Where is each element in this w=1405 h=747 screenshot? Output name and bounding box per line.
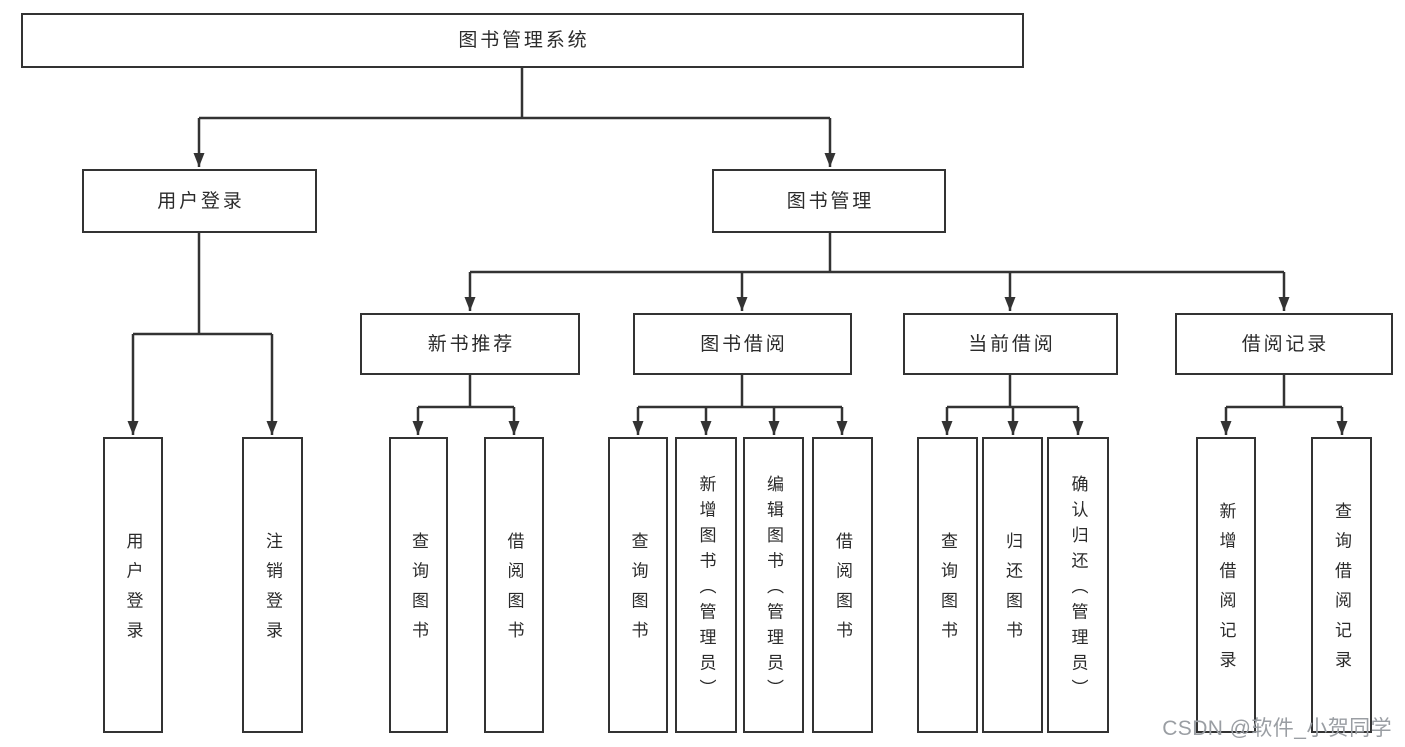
leaf-query-books-current: 查询图书 bbox=[917, 437, 978, 733]
node-label: 确认归还（管理员） bbox=[1068, 474, 1088, 705]
node-label: 图书管理系统 bbox=[458, 30, 590, 51]
node-label: 查询图书 bbox=[628, 531, 648, 651]
leaf-query-borrow-record: 查询借阅记录 bbox=[1311, 437, 1372, 733]
node-label: 借阅记录 bbox=[1241, 333, 1330, 355]
node-label: 图书借阅 bbox=[700, 333, 788, 355]
node-label: 借阅图书 bbox=[504, 531, 524, 651]
leaf-user-login: 用户登录 bbox=[103, 437, 163, 733]
node-borrowing-records: 借阅记录 bbox=[1175, 313, 1393, 375]
node-label: 新增图书（管理员） bbox=[696, 474, 716, 705]
node-label: 新书推荐 bbox=[427, 333, 516, 355]
node-label: 当前借阅 bbox=[968, 333, 1056, 355]
leaf-logout: 注销登录 bbox=[242, 437, 303, 733]
node-library-management-system: 图书管理系统 bbox=[21, 13, 1024, 68]
leaf-borrow-books: 借阅图书 bbox=[812, 437, 873, 733]
node-label: 查询图书 bbox=[409, 531, 428, 651]
leaf-confirm-return-admin: 确认归还（管理员） bbox=[1047, 437, 1109, 733]
node-label: 归还图书 bbox=[1003, 531, 1022, 651]
leaf-return-books: 归还图书 bbox=[982, 437, 1043, 733]
csdn-watermark: CSDN @软件_小贺同学 bbox=[1162, 717, 1392, 740]
node-label: 图书管理 bbox=[786, 190, 875, 212]
node-label: 新增借阅记录 bbox=[1216, 502, 1236, 681]
node-new-book-recommendation: 新书推荐 bbox=[360, 313, 580, 375]
node-label: 查询图书 bbox=[938, 531, 957, 651]
leaf-add-borrow-record: 新增借阅记录 bbox=[1196, 437, 1256, 733]
leaf-add-books-admin: 新增图书（管理员） bbox=[675, 437, 737, 733]
node-current-borrowing: 当前借阅 bbox=[903, 313, 1118, 375]
node-label: 借阅图书 bbox=[833, 531, 852, 651]
node-label: 查询借阅记录 bbox=[1332, 502, 1351, 681]
leaf-borrow-books-recommend: 借阅图书 bbox=[484, 437, 544, 733]
leaf-query-books-recommend: 查询图书 bbox=[389, 437, 448, 733]
node-book-management: 图书管理 bbox=[712, 169, 946, 233]
node-label: 用户登录 bbox=[157, 190, 245, 212]
node-label: 用户登录 bbox=[123, 531, 143, 651]
leaf-query-books-borrowing: 查询图书 bbox=[608, 437, 668, 733]
leaf-edit-books-admin: 编辑图书（管理员） bbox=[743, 437, 804, 733]
node-label: 编辑图书（管理员） bbox=[764, 474, 783, 705]
node-user-login: 用户登录 bbox=[82, 169, 317, 233]
node-label: 注销登录 bbox=[263, 531, 282, 651]
node-book-borrowing: 图书借阅 bbox=[633, 313, 852, 375]
